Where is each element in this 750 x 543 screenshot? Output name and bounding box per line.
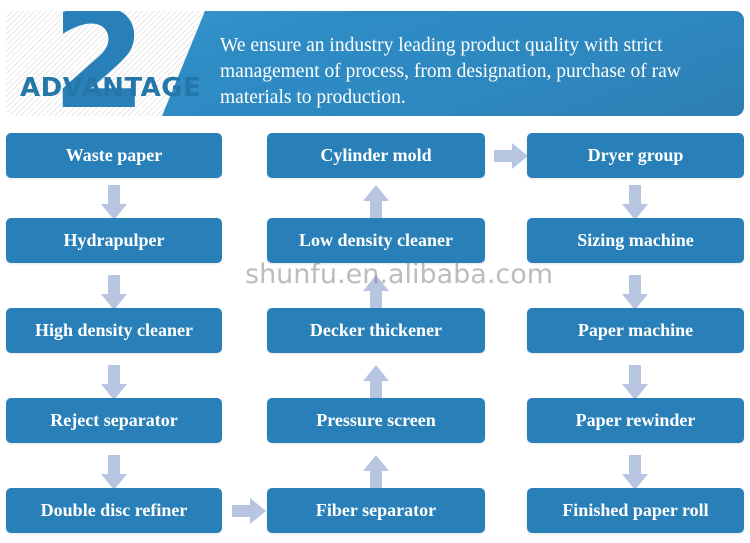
arrow-down-paper-rewinder-to-finished-paper-roll (622, 455, 648, 490)
advantage-number: 2 (52, 11, 147, 116)
flow-box-low-density-cleaner[interactable]: Low density cleaner (267, 218, 485, 263)
flow-box-cylinder-mold[interactable]: Cylinder mold (267, 133, 485, 178)
flow-box-decker-thickener[interactable]: Decker thickener (267, 308, 485, 353)
arrow-up-low-density-cleaner-to-cylinder-mold (363, 185, 389, 220)
arrow-down-dryer-group-to-sizing-machine (622, 185, 648, 220)
header-blue-panel (162, 11, 744, 116)
flow-box-dryer-group[interactable]: Dryer group (527, 133, 744, 178)
arrow-down-sizing-machine-to-paper-machine (622, 275, 648, 310)
arrow-up-pressure-screen-to-decker-thickener (363, 365, 389, 400)
flow-box-paper-rewinder[interactable]: Paper rewinder (527, 398, 744, 443)
flow-box-sizing-machine[interactable]: Sizing machine (527, 218, 744, 263)
arrow-down-high-density-cleaner-to-reject-separator (101, 365, 127, 400)
arrow-right-cylinder-mold-to-dryer-group (494, 143, 528, 169)
advantage-description: We ensure an industry leading product qu… (220, 35, 681, 108)
flow-box-hydrapulper[interactable]: Hydrapulper (6, 218, 222, 263)
flow-box-fiber-separator[interactable]: Fiber separator (267, 488, 485, 533)
flow-box-paper-machine[interactable]: Paper machine (527, 308, 744, 353)
flow-box-high-density-cleaner[interactable]: High density cleaner (6, 308, 222, 353)
arrow-down-hydrapulper-to-high-density-cleaner (101, 275, 127, 310)
flow-box-waste-paper[interactable]: Waste paper (6, 133, 222, 178)
advantage-header-banner: 2 ADVANTAGE We ensure an industry leadin… (6, 11, 744, 116)
arrow-down-paper-machine-to-paper-rewinder (622, 365, 648, 400)
arrow-up-decker-thickener-to-low-density-cleaner (363, 275, 389, 310)
flow-box-finished-paper-roll[interactable]: Finished paper roll (527, 488, 744, 533)
advantage-label: ADVANTAGE (20, 73, 202, 103)
arrow-down-waste-paper-to-hydrapulper (101, 185, 127, 220)
flow-box-pressure-screen[interactable]: Pressure screen (267, 398, 485, 443)
arrow-right-double-disc-refiner-to-fiber-separator (232, 498, 266, 524)
arrow-up-fiber-separator-to-pressure-screen (363, 455, 389, 490)
flow-box-double-disc-refiner[interactable]: Double disc refiner (6, 488, 222, 533)
flow-box-reject-separator[interactable]: Reject separator (6, 398, 222, 443)
arrow-down-reject-separator-to-double-disc-refiner (101, 455, 127, 490)
